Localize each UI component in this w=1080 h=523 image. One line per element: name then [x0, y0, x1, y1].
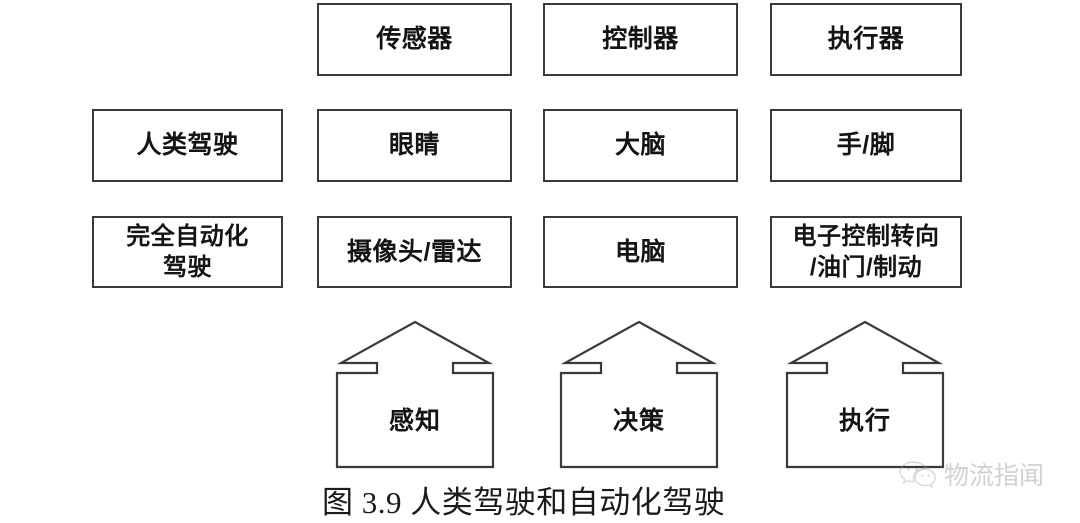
arrow-perception: 感知 — [335, 319, 495, 469]
cell-row1-col3: 执行器 — [770, 3, 962, 76]
cell-row3-col3: 电子控制转向 /油门/制动 — [770, 216, 962, 288]
cell-row2-col3: 手/脚 — [770, 109, 962, 182]
arrow-decision-shape — [559, 319, 719, 469]
arrow-perception-label: 感知 — [388, 407, 441, 435]
figure-caption: 图 3.9 人类驾驶和自动化驾驶 — [322, 485, 726, 520]
cell-row3-col2: 电脑 — [543, 216, 738, 288]
row-header-human-driving: 人类驾驶 — [92, 109, 283, 182]
watermark-text: 物流指闻 — [944, 462, 1045, 490]
cell-row1-col1: 传感器 — [317, 3, 512, 76]
arrow-decision: 决策 — [559, 319, 719, 469]
cell-row2-col1: 眼睛 — [317, 109, 512, 182]
arrow-execution-shape — [785, 319, 945, 469]
arrow-execution: 执行 — [785, 319, 945, 469]
row-header-full-automation: 完全自动化 驾驶 — [92, 216, 283, 288]
arrow-perception-shape — [335, 319, 495, 469]
cell-row3-col1: 摄像头/雷达 — [317, 216, 512, 288]
arrow-execution-label: 执行 — [838, 407, 891, 435]
arrow-decision-label: 决策 — [612, 407, 665, 435]
cell-row1-col2: 控制器 — [543, 3, 738, 76]
cell-row2-col2: 大脑 — [543, 109, 738, 182]
